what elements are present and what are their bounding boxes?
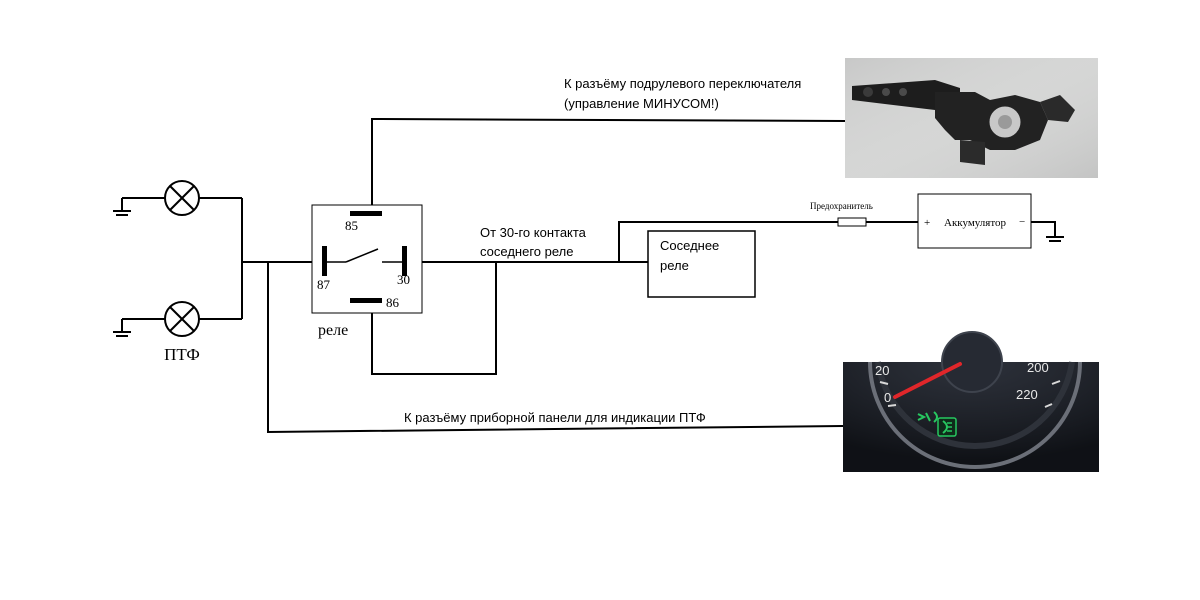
battery-box bbox=[917, 193, 1032, 249]
dashboard-indication-wire bbox=[267, 262, 844, 434]
lamp-bottom-icon bbox=[164, 301, 200, 337]
gauge-ticks bbox=[879, 380, 1061, 408]
relay-pin-30-label: 30 bbox=[397, 272, 410, 287]
battery-minus-sign: − bbox=[1019, 216, 1025, 228]
gauge-tick-0: 0 bbox=[884, 390, 891, 405]
steering-connector-label-line2: (управление МИНУСОМ!) bbox=[564, 96, 719, 111]
steering-connector-label-line1: К разъёму подрулевого переключателя bbox=[564, 76, 801, 91]
ground-symbols bbox=[113, 198, 1064, 337]
neighbor-relay-label-line2: реле bbox=[660, 258, 689, 273]
battery-plus-sign: + bbox=[924, 217, 930, 229]
relay-label: реле bbox=[318, 322, 348, 339]
gauge-needle bbox=[893, 362, 962, 399]
neighbor-relay-label-line1: Соседнее bbox=[660, 238, 719, 253]
switch-connector-icon bbox=[960, 140, 985, 165]
steering-switch-wire bbox=[371, 117, 846, 213]
switch-lever-icon bbox=[852, 80, 960, 110]
dashboard-gauge-photo: 20 0 200 220 bbox=[843, 331, 1099, 472]
relay-pin-87-label: 87 bbox=[317, 277, 331, 292]
relay-contact-30 bbox=[402, 246, 407, 276]
fog-lamps-label: ПТФ bbox=[164, 345, 200, 364]
gauge-tick-20: 20 bbox=[875, 363, 889, 378]
relay-pin-85-label: 85 bbox=[345, 218, 358, 233]
relay-pin-86-label: 86 bbox=[386, 295, 400, 310]
gauge-tick-200: 200 bbox=[1027, 360, 1049, 375]
neighbor-relay-box bbox=[647, 230, 756, 298]
dashboard-connector-label: К разъёму приборной панели для индикации… bbox=[404, 410, 706, 425]
contact30-label-line1: От 30-го контакта bbox=[480, 225, 587, 240]
gauge-tick-220: 220 bbox=[1016, 387, 1038, 402]
ground-symbol-bottom bbox=[113, 319, 131, 337]
battery-label: Аккумулятор bbox=[944, 217, 1007, 229]
ground-symbol-battery bbox=[1046, 236, 1064, 242]
contact30-label-line2: соседнего реле bbox=[480, 244, 573, 259]
battery-ground-wire bbox=[1031, 221, 1056, 236]
fuse-symbol bbox=[837, 217, 867, 227]
fuse-label: Предохранитель bbox=[810, 201, 873, 211]
ground-symbol-top bbox=[113, 198, 131, 216]
lamp-top-icon bbox=[164, 180, 200, 216]
steering-switch-photo bbox=[845, 58, 1098, 178]
relay-contact-85 bbox=[350, 211, 382, 216]
neighbor-to-fuse-wire bbox=[618, 221, 838, 262]
relay-contact-87 bbox=[322, 246, 327, 276]
gauge-ring bbox=[868, 361, 1082, 469]
relay-contact-86 bbox=[350, 298, 382, 303]
fog-light-indicator-icon bbox=[917, 411, 938, 423]
relay: 85 87 30 86 bbox=[311, 204, 423, 314]
pin86-loop-wire bbox=[371, 262, 497, 375]
relay-switch-blade bbox=[345, 248, 379, 263]
rear-fog-indicator-icon bbox=[937, 417, 957, 437]
wires bbox=[122, 117, 1056, 434]
